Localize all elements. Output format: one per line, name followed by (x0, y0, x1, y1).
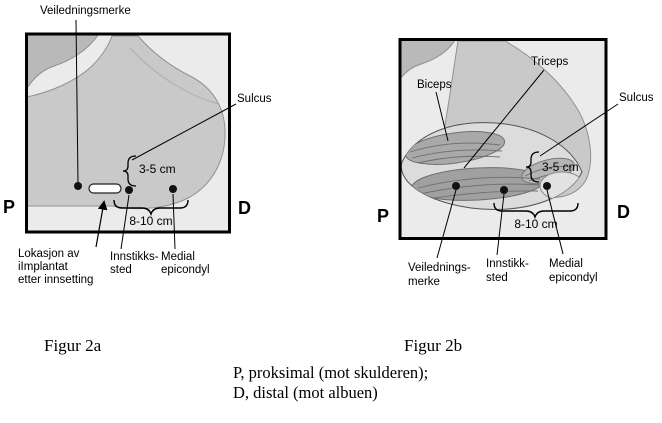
fig2b-triceps-line (463, 69, 545, 169)
fig2a-insertion-site-label-line1: Innstikks- (110, 251, 159, 263)
fig2b-brace-3-5 (525, 151, 540, 183)
fig2a-sulcus-label: Sulcus (237, 93, 272, 105)
fig2b-p-label: P (377, 206, 389, 226)
fig2b-guidance-mark-label-line1: Veilednings- (408, 262, 471, 274)
fig2a-implant-location-label-line1: Lokasjon av (18, 248, 80, 260)
fig2b-guidance-mark-dot (452, 182, 460, 190)
fig2b-d-label: D (617, 202, 630, 222)
fig2b-dist-8-10-label: 8-10 cm (514, 217, 557, 231)
fig2a-medial-epicondyl-label-line1: Medial (161, 251, 195, 263)
fig2a-implant-location-label-line2: iImplantat (18, 261, 69, 273)
diagrams-svg: Veiledningsmerke Sulcus 3-5 cm 8-10 cm P… (3, 5, 654, 288)
fig2b-dist-3-5-label: 3-5 cm (542, 160, 579, 174)
fig2b-medial-epicondyl-label-line2: epicondyl (549, 272, 598, 284)
fig2b-medial-epicondyl-line (546, 189, 564, 255)
fig2b-guidance-mark-label-line2: merke (408, 276, 440, 288)
fig2b-muscles (404, 131, 582, 201)
fig2a-medial-epicondyl-line (172, 193, 176, 250)
fig2b-underbrace-8-10 (493, 202, 579, 220)
fig2a-dist-8-10-label: 8-10 cm (129, 214, 172, 228)
fig2a-implant-location-label-line3: etter innsetting (18, 274, 93, 286)
fig2a-insertion-site-dot (125, 186, 133, 194)
fig2b-sulcus-line (539, 103, 619, 157)
fig2a-insertion-site-line (120, 194, 130, 250)
fig2a-underbrace-8-10 (113, 199, 189, 217)
fig2a-brace-3-5 (122, 155, 137, 187)
fig2a-elbow-crease (129, 47, 219, 105)
fig2a-medial-epicondyl-dot (169, 185, 177, 193)
fig2a-veiledningsmerke-line (75, 19, 79, 183)
fig2a-p-label: P (3, 197, 15, 217)
fig2a-diagram: Veiledningsmerke Sulcus 3-5 cm 8-10 cm P… (3, 5, 272, 286)
fig2a-caption: Figur 2a (44, 336, 102, 355)
fig2b-sulcus-label: Sulcus (619, 92, 654, 104)
fig2b-insertion-site-label-line1: Innstikk- (486, 258, 529, 270)
fig2b-medial-epicondyl-label-line1: Medial (549, 258, 583, 270)
fig2a-veiledningsmerke-label: Veiledningsmerke (40, 5, 131, 17)
fig2a-dist-3-5-label: 3-5 cm (139, 162, 176, 176)
fig2b-biceps-line (435, 91, 449, 142)
fig2b-insertion-site-line (496, 193, 505, 256)
legend-line-distal: D, distal (mot albuen) (233, 383, 378, 402)
fig2a-implant-location-arrow (95, 200, 108, 248)
fig2a-sulcus-line (131, 103, 237, 161)
fig2a-arm-shape (28, 35, 226, 210)
fig2a-d-label: D (238, 198, 251, 218)
legend: P, proksimal (mot skulderen); D, distal … (233, 363, 428, 403)
fig2b-insertion-site-dot (500, 186, 508, 194)
fig2a-medial-epicondyl-label-line2: epicondyl (161, 264, 210, 276)
fig2b-biceps-label: Biceps (417, 79, 452, 91)
fig2b-diagram: Biceps Triceps Sulcus 3-5 cm 8-10 cm P D… (377, 38, 654, 288)
fig2b-guidance-mark-line (436, 189, 457, 259)
fig2a-insertion-site-label-line2: sted (110, 264, 132, 276)
fig2a-guidance-mark-dot (74, 182, 82, 190)
fig2b-triceps-label: Triceps (531, 56, 569, 68)
fig2b-insertion-site-label-line2: sted (486, 272, 508, 284)
legend-line-proksimal: P, proksimal (mot skulderen); (233, 363, 429, 382)
fig2a-torso-wedge (28, 35, 99, 88)
fig2b-torso-wedge (401, 41, 455, 78)
fig2b-caption: Figur 2b (404, 336, 463, 355)
fig2b-muscle-striations (409, 142, 573, 200)
fig2a-implant-capsule (88, 183, 122, 194)
fig2b-medial-epicondyl-dot (543, 182, 551, 190)
